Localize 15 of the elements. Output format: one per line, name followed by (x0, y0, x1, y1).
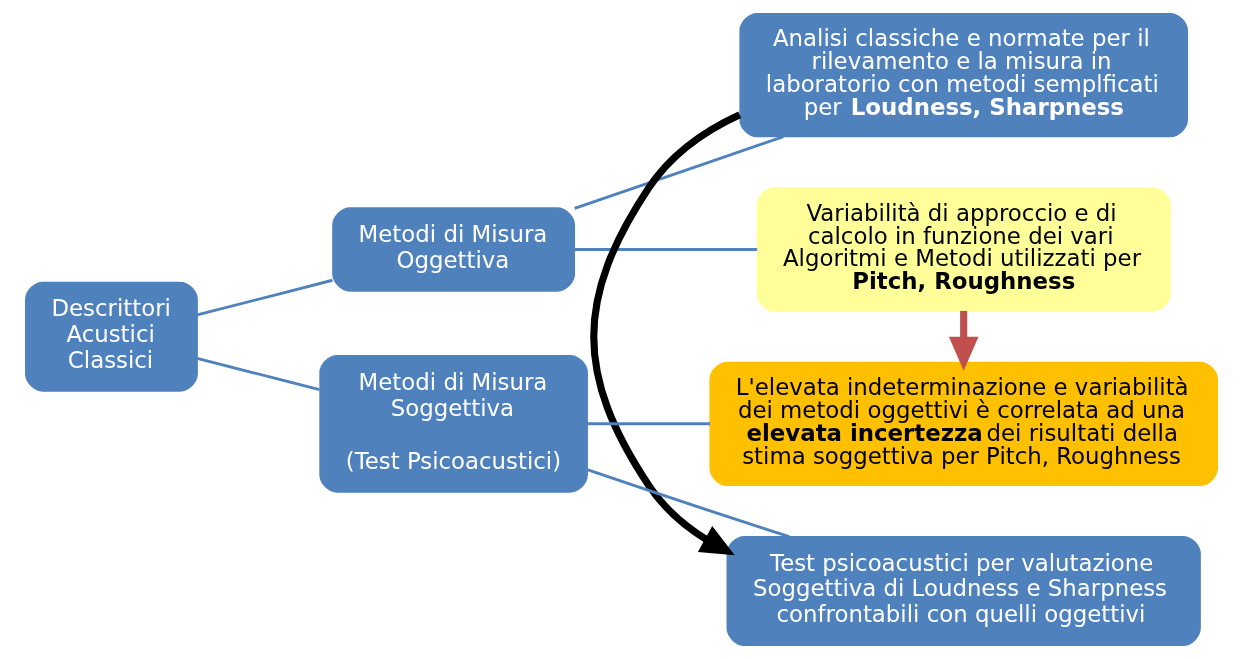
connector (586, 468, 790, 538)
arrow (589, 111, 741, 556)
node-box: Descrittori Acustici Classici (24, 281, 198, 392)
node-box: Metodi di Misura Soggettiva (Test Psicoacustici) (318, 354, 588, 493)
node-box: Variabilità di approccio e di calcolo in funzione dei vari Algoritmi e Metodi utilizzati per Pitch, Roughness (756, 187, 1171, 312)
connector (573, 135, 784, 210)
connector (587, 422, 710, 426)
connector (196, 278, 333, 317)
node-box: Test psicoacustici per valutazione Soggettiva di Loudness e Sharpness confrontabili con quelli oggettivi (726, 535, 1201, 646)
arrow (948, 310, 978, 371)
connector (196, 356, 320, 392)
node-box: Metodi di Misura Oggettiva (331, 207, 575, 292)
node-box: L'elevata indeterminazione e variabilità dei metodi oggettivi è correlata ad una elevata incertezza dei risultati della stima soggettiva per Pitch, Roughness (708, 361, 1218, 486)
connector (574, 248, 757, 251)
node-box: Analisi classiche e normate per il rilevamento e la misura in laboratorio con metodi semplficati per Loudness, Sharpness (738, 13, 1188, 138)
